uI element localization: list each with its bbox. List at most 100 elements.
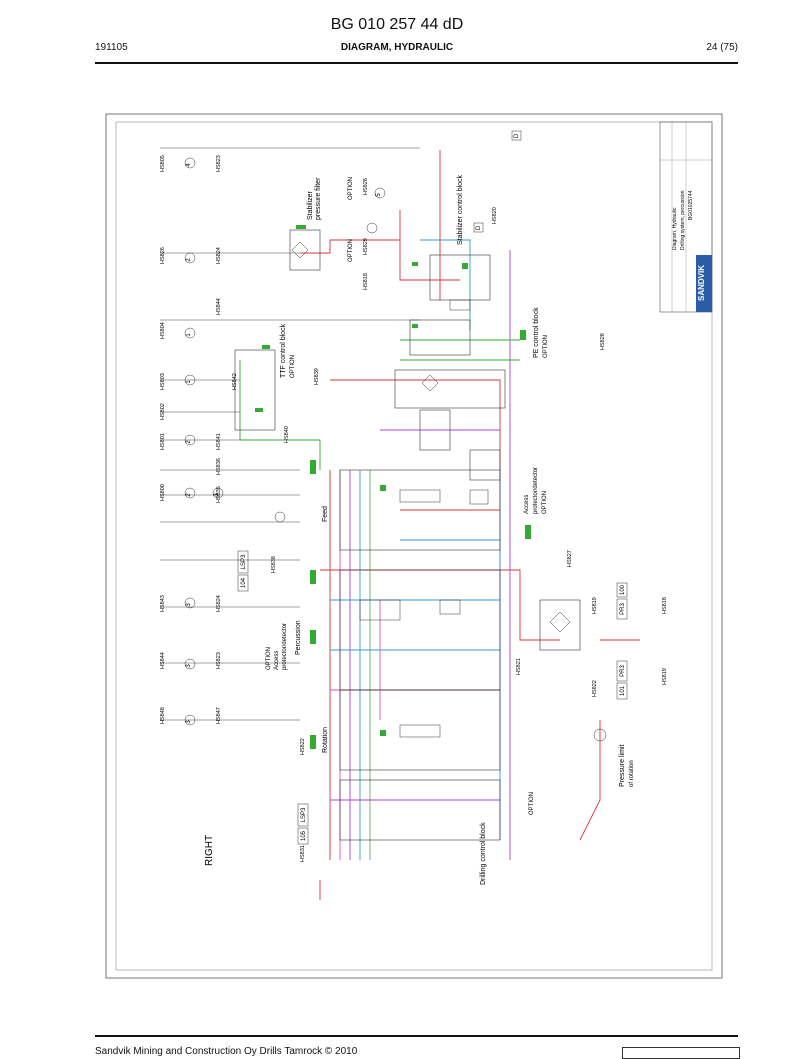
svg-text:1: 1 (186, 380, 192, 384)
svg-text:2: 2 (186, 440, 192, 444)
stabilizer-filter-title: Stabilizer (307, 191, 314, 220)
hose-label: HS818 (363, 273, 369, 290)
hose-label: HS844 (216, 298, 222, 315)
pe-block-title: PE control block (533, 307, 540, 358)
hose-label: HS801 (160, 433, 166, 450)
boxed-tags: 104 LSP3 105 LSP3 101 PR3 PR3 100 (237, 550, 628, 845)
svg-text:3: 3 (186, 720, 192, 724)
title-block-brand: SANDVIK (697, 265, 706, 301)
hose-label: HS800 (160, 484, 166, 501)
svg-text:protector/detector: protector/detector (533, 467, 539, 514)
hose-label: HS819 (662, 668, 668, 685)
svg-text:PR3: PR3 (620, 665, 626, 677)
port-circles: 4 2 1 1 2 2 3 3 3 3 5 D D (184, 130, 522, 726)
hose-label: HS824 (216, 595, 222, 612)
svg-text:protector/detector: protector/detector (282, 623, 288, 670)
hose-label: HS829 (363, 238, 369, 255)
svg-text:OPTION: OPTION (529, 792, 535, 815)
pressure-limit-title: Pressure limit (619, 745, 626, 787)
svg-text:D: D (514, 133, 520, 138)
svg-text:3: 3 (186, 664, 192, 668)
hose-label: HS818 (662, 597, 668, 614)
svg-text:OPTION: OPTION (290, 355, 296, 378)
document-date: 191105 (95, 42, 128, 53)
svg-text:3: 3 (186, 603, 192, 607)
svg-text:OPTION: OPTION (348, 239, 354, 262)
sheet-outer-frame (105, 113, 723, 979)
hose-label: HS827 (567, 550, 573, 567)
hose-label: HS823 (216, 155, 222, 172)
svg-text:OPTION: OPTION (266, 647, 272, 670)
hose-label: HS804 (160, 322, 166, 339)
svg-text:100: 100 (620, 584, 626, 595)
block-titles: RIGHT Drilling control block Pressure li… (204, 174, 635, 885)
hose-label: HS822 (592, 680, 598, 697)
svg-text:1: 1 (186, 333, 192, 337)
hose-label: HS836 (216, 458, 222, 475)
svg-text:5: 5 (376, 193, 382, 197)
footer-rule (95, 1035, 738, 1037)
svg-text:pressure filter: pressure filter (315, 177, 322, 220)
svg-text:4: 4 (186, 163, 192, 167)
valve-symbols (274, 187, 607, 742)
footer-logo (622, 1047, 740, 1059)
side-label: RIGHT (204, 835, 215, 866)
svg-text:Access: Access (524, 495, 530, 514)
hose-label: HS831 (300, 845, 306, 862)
svg-text:104: 104 (241, 577, 247, 588)
svg-text:OPTION: OPTION (348, 177, 354, 200)
hose-label: HS840 (284, 426, 290, 443)
hose-label: HS805 (160, 155, 166, 172)
svg-text:3: 3 (214, 493, 220, 497)
section-title: DIAGRAM, HYDRAULIC (340, 42, 454, 53)
svg-text:Access: Access (274, 651, 280, 670)
title-block-line1: Diagram, Hydraulic (672, 207, 678, 250)
svg-text:PR3: PR3 (620, 603, 626, 615)
svg-text:OPTION: OPTION (542, 491, 548, 514)
left-hose-lines (160, 147, 420, 721)
svg-text:D: D (476, 225, 482, 230)
hose-label: HS838 (271, 556, 277, 573)
svg-text:2: 2 (186, 258, 192, 262)
hose-label: HS839 (314, 368, 320, 385)
hose-label: HS823 (216, 652, 222, 669)
hose-label: HS820 (492, 207, 498, 224)
document-number: BG 010 257 44 dD (330, 16, 464, 33)
header-rule (95, 62, 738, 64)
svg-text:101: 101 (620, 685, 626, 696)
hose-label: HS821 (516, 658, 522, 675)
svg-text:LSP3: LSP3 (301, 807, 307, 822)
title-block-line3: BG01025744 (688, 190, 694, 220)
hose-label: HS848 (160, 707, 166, 724)
hose-label: HS828 (600, 333, 606, 350)
svg-text:2: 2 (186, 493, 192, 497)
ttf-block-title: TTF control block (280, 323, 287, 378)
hose-label: HS803 (160, 373, 166, 390)
hose-label: HS819 (592, 597, 598, 614)
hose-labels-left: HS805 HS826 HS804 HS803 HS802 HS801 HS80… (160, 155, 668, 862)
title-block-line2: Drilling system, percussion (680, 190, 686, 250)
sandvik-logo-box (696, 255, 712, 312)
svg-text:of rotation: of rotation (629, 760, 635, 787)
hose-label: HS802 (160, 403, 166, 420)
hose-label: HS844 (160, 652, 166, 669)
hose-label: HS835 (216, 486, 222, 503)
hose-label: HS828 (363, 178, 369, 195)
pressure-lines (239, 150, 640, 900)
hose-label: HS847 (216, 707, 222, 724)
hose-label: HS842 (232, 373, 238, 390)
percussion-title: Percussion (295, 620, 302, 655)
green-markers (255, 225, 531, 749)
hose-label: HS826 (160, 247, 166, 264)
svg-text:LSP3: LSP3 (241, 554, 247, 569)
hose-label: HS841 (216, 433, 222, 450)
drilling-block-title: Drilling control block (480, 822, 487, 885)
sheet-inner-frame (115, 121, 713, 971)
hose-label: HS843 (160, 595, 166, 612)
feed-title: Feed (322, 506, 329, 522)
footer-copyright: Sandvik Mining and Construction Oy Drill… (95, 1046, 358, 1057)
hose-label: HS822 (300, 738, 306, 755)
svg-text:OPTION: OPTION (543, 335, 549, 358)
stabilizer-block-title: Stabilizer control block (457, 174, 464, 245)
